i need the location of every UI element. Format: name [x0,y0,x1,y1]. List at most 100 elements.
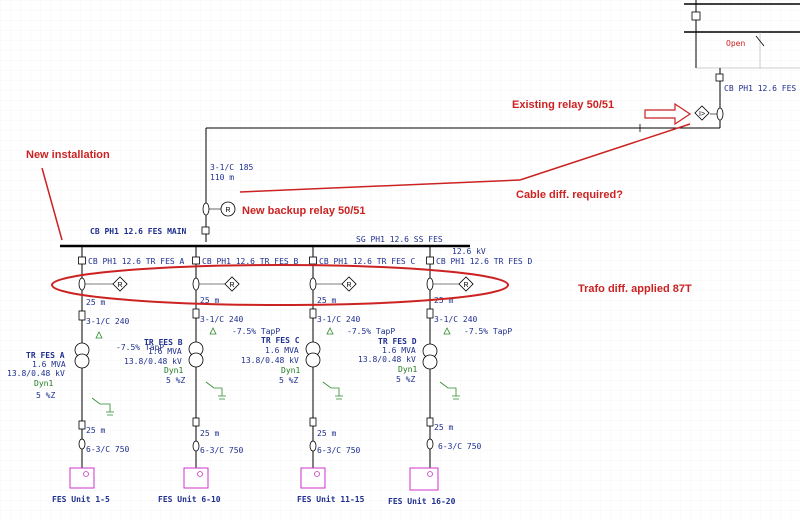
feeder-ct-icon [192,277,200,291]
feeder-relay-icon[interactable] [224,276,240,292]
feeder-ct-icon [78,277,86,291]
lv-cable-type: 6-3/C 750 [317,446,361,455]
tr-vector: Dyn1 [164,366,183,375]
lv-cable-type: 6-3/C 750 [200,446,244,455]
ground-icon [91,397,114,416]
existing-relay-icon[interactable] [694,105,710,121]
tr-tap: -7.5% TapP [232,327,280,336]
hv-cable-icon [78,310,86,321]
load-name: FES Unit 16-20 [388,496,456,506]
main-ct-icon [202,202,210,216]
tr-vector: Dyn1 [398,365,417,374]
feeder-breaker-icon[interactable] [426,256,434,265]
feeder-relay-icon[interactable] [112,276,128,292]
feeder-breaker-icon[interactable] [309,256,317,265]
load-box-icon[interactable] [183,467,209,489]
annotation-new-backup-relay: New backup relay 50/51 [242,205,366,217]
load-name: FES Unit 11-15 [297,494,365,504]
tr-z: 5 %Z [279,376,298,385]
hv-cable-icon [309,308,317,319]
tr-mva: 1.6 MVA [265,346,299,355]
ground-icon [322,381,343,400]
main-cable-type: 3-1/C 185 [210,163,254,172]
feeder-relay-icon[interactable] [458,276,474,292]
lv-cable-length: 25 m [200,429,219,438]
hv-cable-icon [192,308,200,319]
annotation-trafo-diff: Trafo diff. applied 87T [578,283,692,295]
cable-diff-pointer-a [239,179,521,193]
tr-mva: 1.6 MVA [382,346,416,355]
feeder-d: CB PH1 12.6 TR FES D R 25 m 3-1/C 240 -7… [358,246,533,506]
tr-mva: 1.6 MVA [148,347,182,356]
annotations: Existing relay 50/51 New installation Ca… [26,99,692,306]
open-switch-icon [755,35,765,47]
svg-text:R: R [118,282,123,289]
ground-triangle-icon [443,327,451,335]
main-breaker-icon[interactable] [201,226,210,235]
trafo-diff-ellipse [51,264,509,306]
main-cb-label: CB PH1 12.6 FES MAIN [90,227,187,236]
hv-cable-length: 25 m [317,296,336,305]
annotation-existing-relay: Existing relay 50/51 [512,99,614,111]
lv-cable-type: 6-3/C 750 [86,445,130,454]
load-box-icon[interactable] [300,467,326,489]
ground-triangle-icon [95,331,103,339]
lv-cable-type: 6-3/C 750 [438,442,482,451]
hv-cable-type: 3-1/C 240 [200,315,244,324]
feeder-b: CB PH1 12.6 TR FES B R 25 m 3-1/C 240 -7… [116,246,299,504]
hv-cable-type: 3-1/C 240 [434,315,478,324]
open-label: Open [726,39,745,48]
feeder-ct-icon [426,277,434,291]
lv-cable-length: 25 m [86,426,105,435]
lv-cable-length: 25 m [434,423,453,432]
tr-kv: 13.8/0.48 kV [7,369,65,378]
svg-text:R: R [226,207,231,214]
tr-z: 5 %Z [36,391,55,400]
hv-cable-length: 25 m [434,296,453,305]
tr-z: 5 %Z [396,375,415,384]
svg-text:R: R [347,282,352,289]
ground-triangle-icon [209,327,217,335]
existing-relay-arrow-icon [644,102,692,126]
annotation-cable-diff: Cable diff. required? [516,189,623,201]
ground-icon [439,381,460,400]
load-name: FES Unit 1-5 [52,494,110,504]
feeder-relay-icon[interactable] [341,276,357,292]
tr-vector: Dyn1 [34,379,53,388]
feeder-c: CB PH1 12.6 TR FES C R 25 m 3-1/C 240 -7… [241,246,416,504]
ground-triangle-icon [326,327,334,335]
cable-diff-pointer-b [519,123,691,181]
ct-icon [716,107,724,121]
load-box-icon[interactable] [409,467,439,491]
hv-cable-length: 25 m [200,296,219,305]
backup-relay-icon[interactable] [220,201,236,217]
utility-incomer: Open CB PH1 12.6 FES I> [206,0,800,132]
tr-kv: 13.8/0.48 kV [241,356,299,365]
utility-cb-label: CB PH1 12.6 FES [724,84,796,93]
main-feeder: 3-1/C 185 110 m R CB PH1 12.6 FES MAIN [90,128,254,242]
hv-cable-icon [426,308,434,319]
switchgear-name: SG PH1 12.6 SS FES [356,235,443,244]
tr-mva: 1.6 MVA [32,360,66,369]
hv-cable-type: 3-1/C 240 [86,317,130,326]
tr-tap: -7.5% TapP [464,327,512,336]
feeder-ct-icon [309,277,317,291]
load-box-icon[interactable] [69,467,95,489]
tap-extra: -7.5% TapP [116,343,164,352]
feeder-breaker-icon[interactable] [78,256,86,265]
load-name: FES Unit 6-10 [158,494,221,504]
hv-cable-type: 3-1/C 240 [317,315,361,324]
tr-kv: 13.8/0.48 kV [358,355,416,364]
tr-z: 5 %Z [166,376,185,385]
feeder-cb-label: CB PH1 12.6 TR FES C [319,257,416,266]
tr-name: TR FES B [144,338,183,347]
breaker-icon[interactable] [715,73,724,82]
tr-name: TR FES A [26,351,65,360]
svg-text:R: R [230,282,235,289]
new-installation-pointer [41,167,63,241]
tr-vector: Dyn1 [281,366,300,375]
feeder-breaker-icon[interactable] [192,256,200,265]
hv-cable-length: 25 m [86,298,105,307]
